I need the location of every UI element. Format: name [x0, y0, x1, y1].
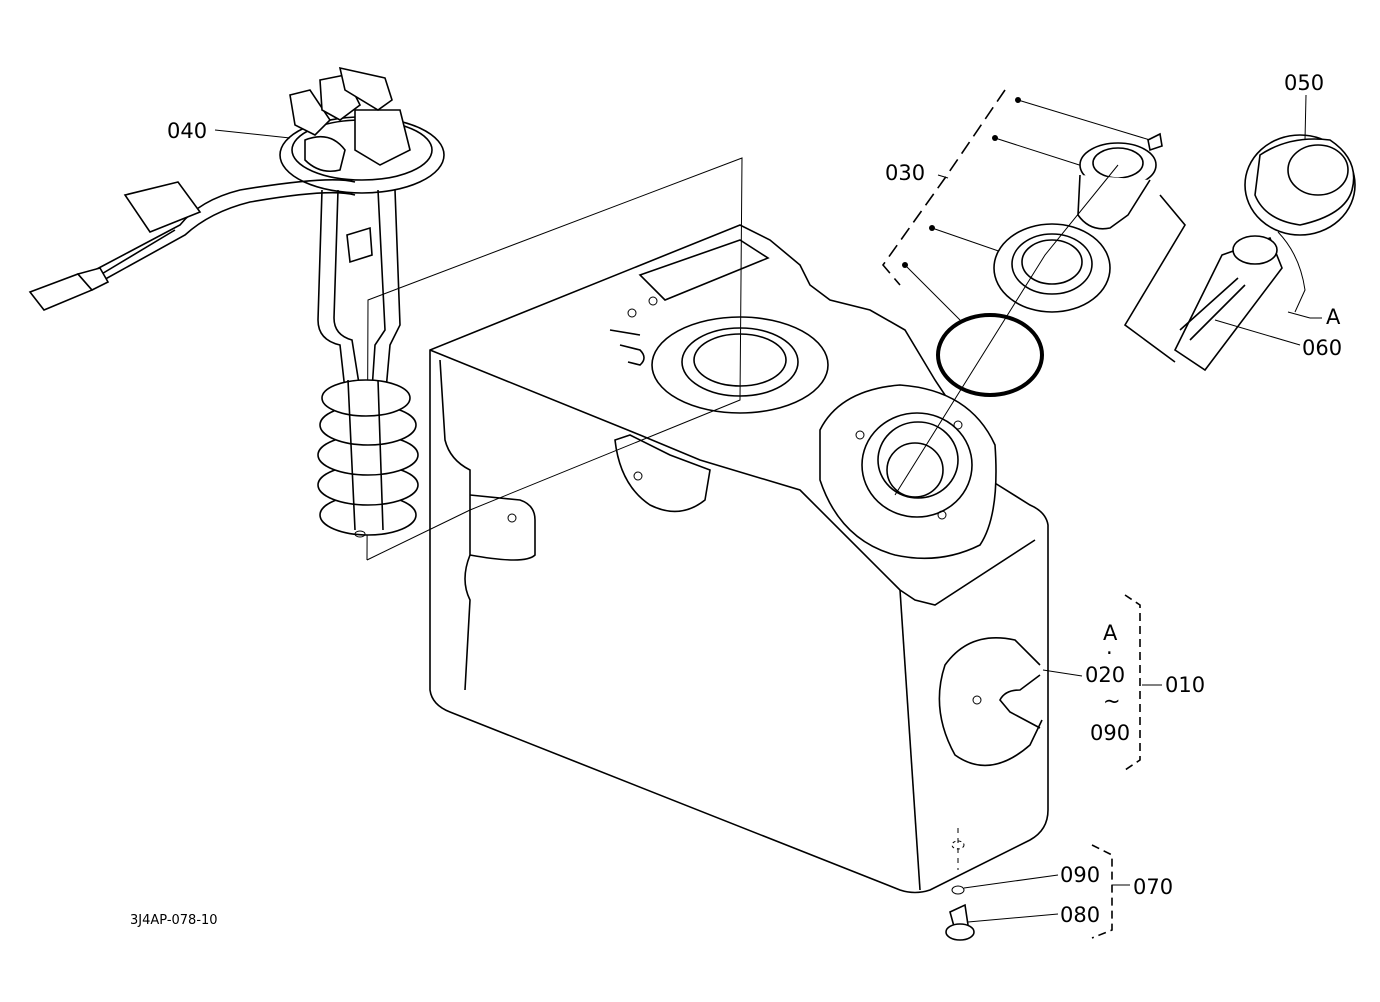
leader-lines-pump: [366, 157, 743, 561]
callout-040: 040: [167, 119, 207, 143]
callout-090-bottom: 090: [1060, 863, 1100, 887]
reference-a-side: A: [1103, 621, 1118, 645]
range-tilde: ~: [1103, 689, 1121, 713]
separator-dot: ·: [1106, 641, 1113, 665]
callout-010: 010: [1165, 673, 1205, 697]
callout-leaders: [214, 94, 1322, 886]
drain-parts: [945, 844, 1113, 941]
callout-030: 030: [885, 161, 925, 185]
callout-020: 020: [1085, 663, 1125, 687]
drawing-code: 3J4AP-078-10: [130, 913, 218, 928]
callout-090-range: 090: [1090, 721, 1130, 745]
reference-a-top: A: [1326, 305, 1341, 329]
callout-labels: 040 030 050 060 A A · 020 ~ 090 010 090 …: [130, 71, 1342, 928]
callout-060: 060: [1302, 336, 1342, 360]
fuel-pump-assembly: [28, 66, 445, 538]
callout-080: 080: [1060, 903, 1100, 927]
callout-050: 050: [1284, 71, 1324, 95]
fuel-tank: [429, 224, 1049, 894]
callout-070: 070: [1133, 875, 1173, 899]
filler-assembly: [881, 89, 1356, 496]
